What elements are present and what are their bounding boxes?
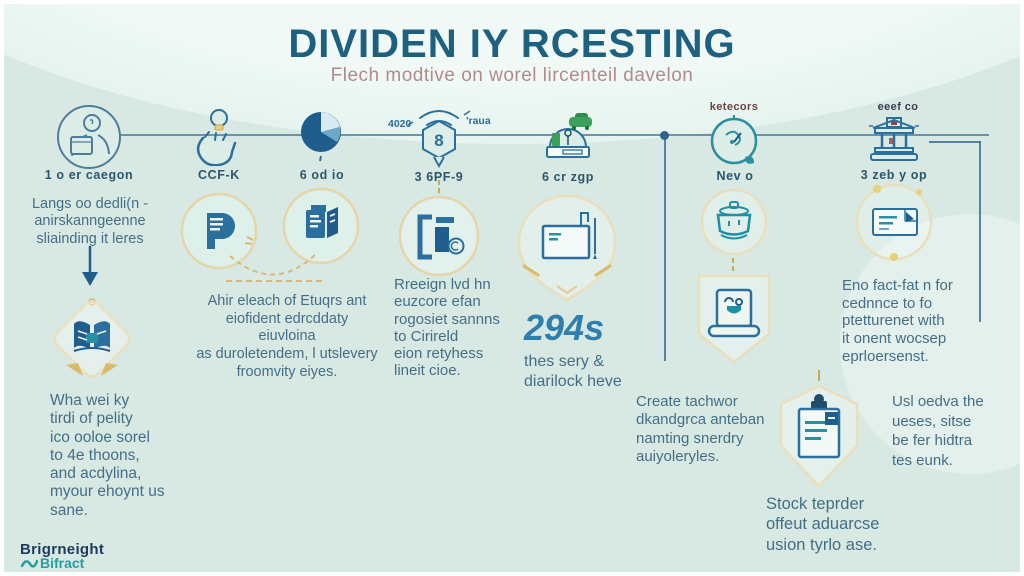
hexagon-note-left: 4020 [388,118,412,130]
pot-icon [700,188,768,256]
bank-icon [869,117,919,161]
page-subtitle: Flech modtive on worel lircenteil davelo… [330,65,694,86]
step-label-1: 1 o er caegon [44,168,134,182]
documents-icon [282,187,360,265]
page-title: DIVIDEN IY RCESTING [288,22,736,66]
check-icon [872,208,918,236]
check-circle [855,183,933,261]
col7-body-text: Eno fact-fat n for cednnce to fo ptettur… [842,277,953,365]
swoosh-icon [20,559,38,568]
clipboard-shield [779,384,859,488]
timeline-branch-line [664,135,666,361]
col2-body-text: Ahir eleach of Etuqrs ant eiofident edrc… [196,293,378,380]
step-label-6: Nev o [716,169,754,183]
svg-text:8: 8 [434,131,443,150]
dashed-connector-4 [438,180,440,193]
right-connector-h [929,141,981,143]
step-label-5: 6 cr zgp [541,170,595,184]
timeline-line [59,134,989,136]
hexagon-signal-icon: 8 [407,110,471,169]
cash-box-icon [541,212,597,260]
frame-coin-icon [398,195,480,277]
col4-body-text: Rreeign lvd hn euzcore efan rogosiet san… [394,276,500,380]
clipboard-icon [797,394,841,459]
shield-caption-text: Stock teprder offeut aduarcse usion tyrl… [766,495,880,554]
right-connector-v [979,141,981,322]
dashed-connector-shield [818,370,820,381]
brand-line2-row: Bifract [20,556,104,570]
left-intro-text: Langs oo dedli(n - anirskanngeenne sliai… [31,196,149,247]
cash-box-shield [517,194,617,302]
stat-caption: thes sery & diarilock heve [524,353,622,390]
col6-body-text: Create tachwor dkandgrca anteban namting… [636,393,765,465]
step-label-3: 6 od io [299,168,345,182]
timer-icon [710,115,758,165]
book-diamond-badge [53,298,131,378]
open-book-icon [73,321,111,352]
step-top-label-6: ketecors [709,101,759,113]
brand-line2: Bifract [40,555,85,571]
dashed-curve-connector [229,253,317,276]
brand-logo: Brigrneight Bifract [20,541,105,570]
dashed-connector-6 [732,258,734,271]
laptop-icon [707,288,761,338]
savings-growth-icon [546,113,592,158]
stat-value: 294s [524,307,605,348]
timeline-node-dot [660,131,669,140]
step-top-label-7: eeef co [877,101,919,113]
hexagon-note-right: 'raua [466,115,491,127]
left-body-text: Wha wei ky tirdi of pelity ico ooloe sor… [50,392,165,519]
document-p-icon [180,192,258,270]
laptop-shield [697,274,771,364]
person-box-icon [57,105,121,169]
brand-line1: Brigrneight [20,541,105,558]
hand-lightbulb-icon [196,109,237,166]
step-label-4: 3 6PF-9 [414,170,464,184]
pie-chart-icon [301,112,341,162]
step-label-7: 3 zeb y op [860,168,928,182]
down-arrow-icon [82,246,98,286]
step-label-2: CCF-K [198,168,240,182]
dashed-underline [226,280,322,282]
right-note-text: Usl oedva the ueses, sitse be fer hidtra… [892,393,984,469]
